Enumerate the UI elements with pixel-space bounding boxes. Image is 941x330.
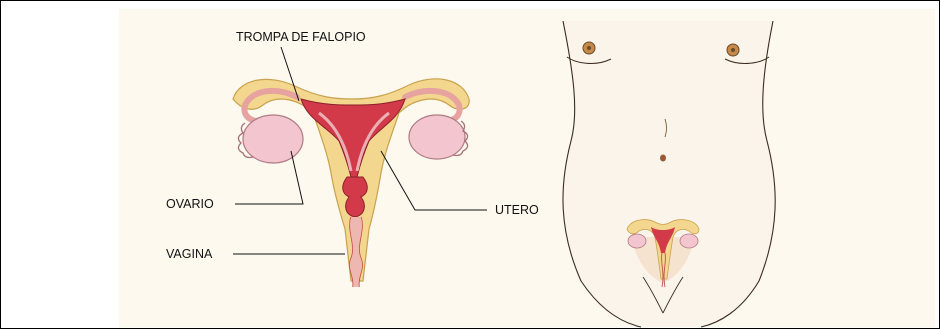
left-nipple-center xyxy=(587,46,591,50)
right-nipple-center xyxy=(731,48,735,52)
torso-figure xyxy=(563,21,775,327)
right-ovary xyxy=(409,115,465,159)
small-right-ovary xyxy=(680,234,698,248)
small-left-ovary xyxy=(628,234,646,248)
left-ovary xyxy=(243,115,303,163)
uterus-label: UTERO xyxy=(495,203,539,217)
navel xyxy=(660,155,666,162)
ovary-label: OVARIO xyxy=(166,197,214,211)
uterus-leader xyxy=(381,151,487,210)
torso-skin xyxy=(563,21,775,327)
fallopian-tube-label: TROMPA DE FALOPIO xyxy=(236,30,366,44)
vagina-label: VAGINA xyxy=(166,247,213,261)
reproductive-system-large xyxy=(233,79,469,287)
